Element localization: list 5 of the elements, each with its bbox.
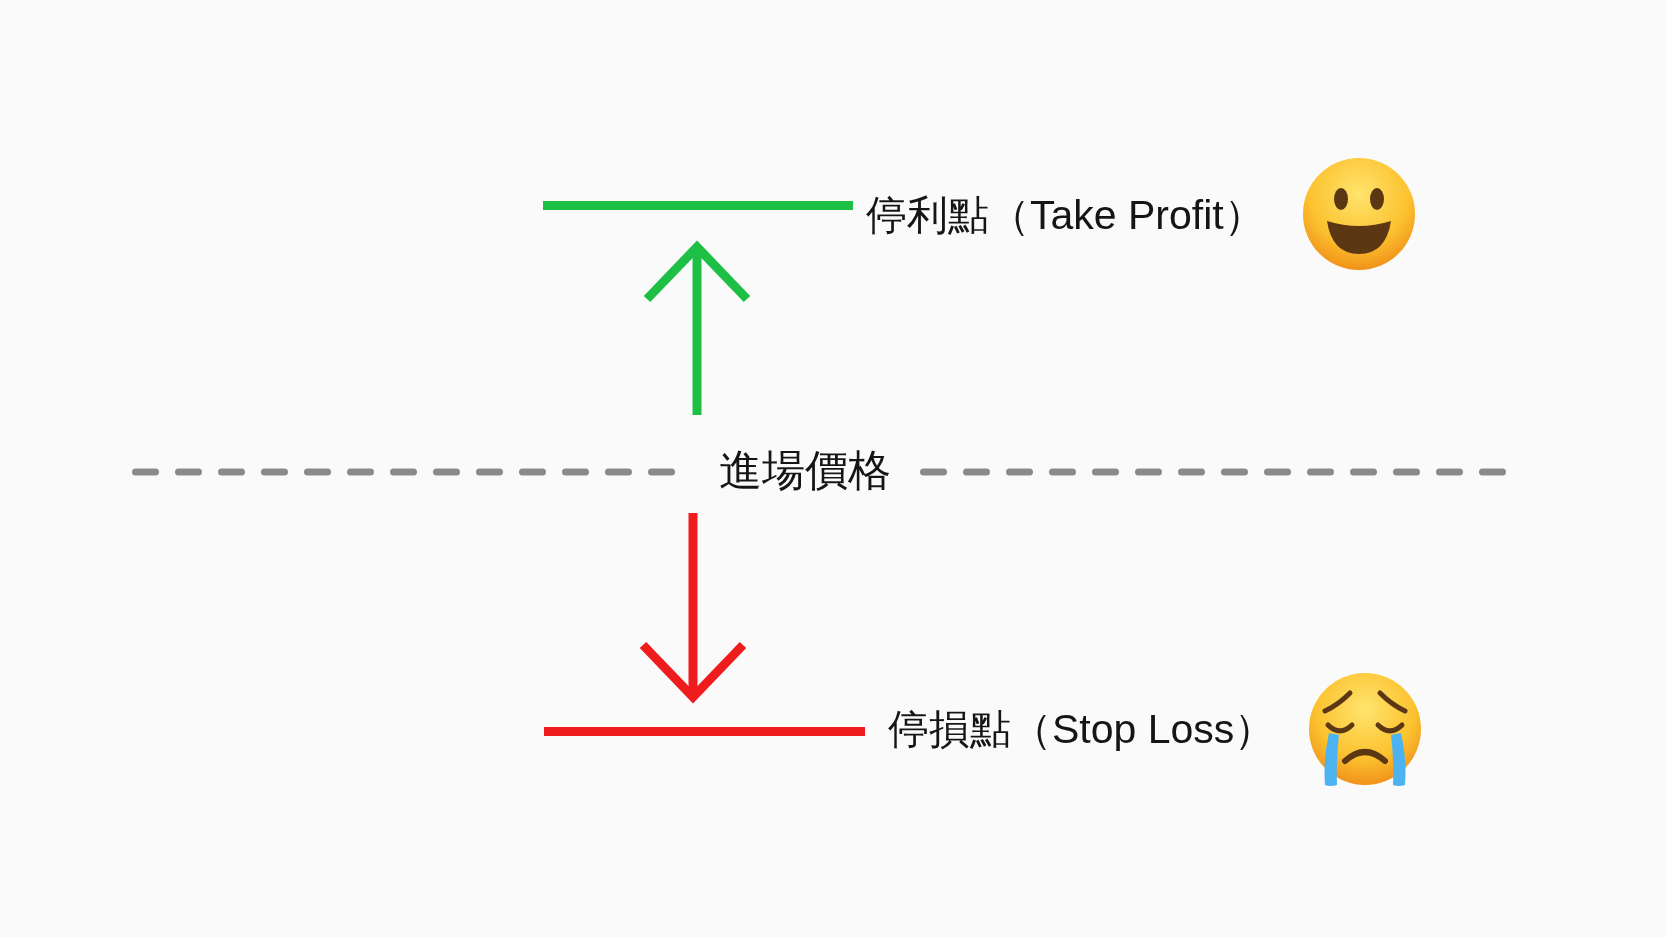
price-label: 進場價格 bbox=[719, 445, 891, 495]
level-label: 停利點（Take Profit） bbox=[866, 191, 1265, 240]
arrow bbox=[638, 513, 748, 702]
arrow bbox=[642, 242, 752, 415]
level-label: 停損點（Stop Loss） bbox=[888, 705, 1276, 754]
